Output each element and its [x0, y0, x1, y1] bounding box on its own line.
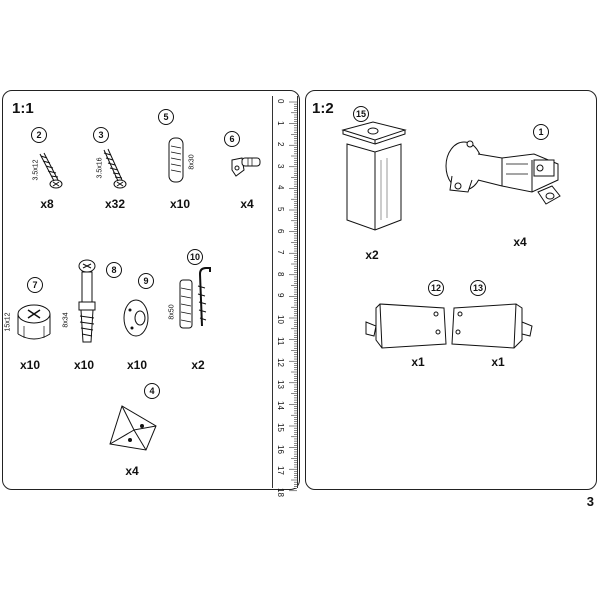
qty-part-1: x4 — [513, 235, 527, 249]
left-scale-label: 1:1 — [12, 100, 34, 117]
qty-part-7: x10 — [19, 358, 41, 372]
cam-bolt-8-icon — [78, 259, 96, 343]
qty-part-4: x4 — [125, 464, 139, 478]
callout-part-13: 13 — [470, 280, 486, 296]
cam-lock-7-icon — [17, 304, 51, 340]
callout-part-4: 4 — [144, 383, 160, 399]
ruler-number: 6 — [276, 228, 285, 234]
qty-part-6: x4 — [240, 197, 254, 211]
ruler-number: 8 — [276, 271, 285, 277]
ruler-number: 12 — [276, 358, 285, 368]
ruler-number: 18 — [276, 487, 285, 497]
ruler-number: 3 — [276, 163, 285, 169]
ruler-number: 0 — [276, 99, 285, 104]
ruler-number: 4 — [276, 185, 285, 190]
ruler-ticks — [289, 101, 297, 492]
ruler-number: 5 — [276, 207, 285, 212]
ruler-number: 1 — [276, 120, 285, 126]
callout-part-10: 10 — [187, 249, 203, 265]
ruler-number: 10 — [276, 315, 285, 324]
ruler-number: 9 — [276, 293, 285, 298]
qty-part-3: x32 — [104, 197, 126, 211]
ruler-number: 7 — [276, 250, 285, 255]
dim-part-3: 3.5x16 — [96, 157, 104, 179]
qty-part-2: x8 — [40, 197, 54, 211]
ruler-number: 14 — [276, 401, 285, 411]
shelf-pin-6-icon — [231, 157, 261, 177]
qty-part-15: x2 — [365, 248, 379, 262]
wall-plug-10-icon — [179, 267, 211, 329]
dim-part-8: 8x34 — [62, 312, 70, 328]
callout-part-5: 5 — [158, 109, 174, 125]
ruler-number: 13 — [276, 379, 285, 389]
hinge-1-icon — [445, 140, 561, 205]
dim-part-5: 8x30 — [188, 154, 196, 170]
qty-part-12: x1 — [411, 355, 425, 369]
dim-part-2: 3.5x12 — [32, 159, 40, 181]
dim-part-7: 15x12 — [4, 312, 12, 332]
callout-part-8: 8 — [106, 262, 122, 278]
ruler-number: 15 — [276, 423, 285, 432]
callout-part-12: 12 — [428, 280, 444, 296]
callout-part-15: 15 — [353, 106, 369, 122]
screw-3-icon — [103, 148, 127, 189]
plate-9-icon — [123, 299, 149, 337]
callout-part-3: 3 — [93, 127, 109, 143]
screw-2-icon — [39, 152, 63, 189]
ruler-number: 17 — [276, 466, 285, 476]
cover-13-icon — [451, 303, 533, 349]
qty-part-10: x2 — [191, 358, 205, 372]
dowel-5-icon — [168, 137, 184, 183]
callout-part-7: 7 — [27, 277, 43, 293]
page-number: 3 — [586, 494, 594, 509]
ruler-number: 2 — [276, 142, 285, 147]
qty-part-5: x10 — [169, 197, 191, 211]
ruler-number: 16 — [276, 444, 285, 454]
qty-part-8: x10 — [73, 358, 95, 372]
corner-bracket-4-icon — [109, 405, 157, 451]
callout-part-1: 1 — [533, 124, 549, 140]
cover-12-icon — [365, 303, 447, 349]
callout-part-6: 6 — [224, 131, 240, 147]
furniture-leg-15-icon — [341, 121, 407, 231]
qty-part-13: x1 — [491, 355, 505, 369]
dim-part-10: 8x50 — [168, 304, 176, 320]
callout-part-2: 2 — [31, 127, 47, 143]
callout-part-9: 9 — [138, 273, 154, 289]
ruler-number: 11 — [276, 336, 285, 345]
right-scale-label: 1:2 — [312, 100, 334, 117]
qty-part-9: x10 — [126, 358, 148, 372]
